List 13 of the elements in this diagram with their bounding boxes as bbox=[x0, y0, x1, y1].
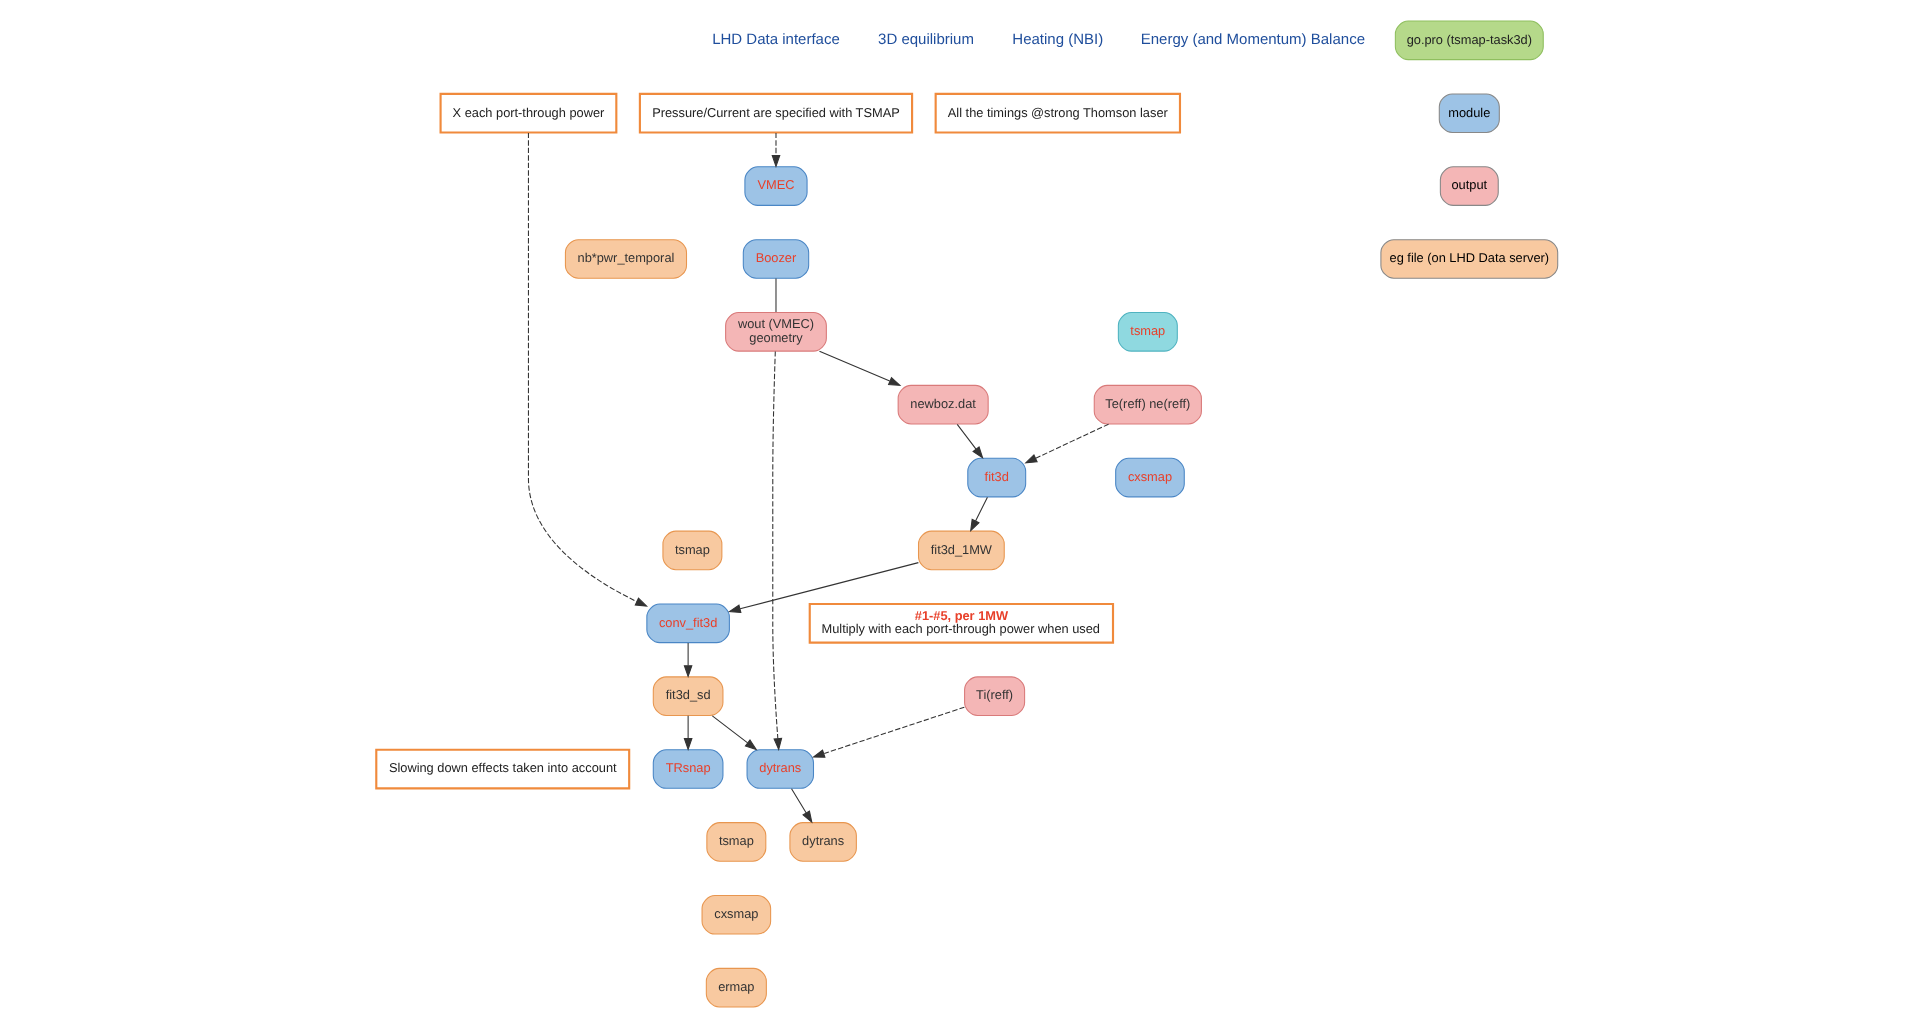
arrow bbox=[771, 350, 782, 751]
arrow bbox=[790, 788, 812, 824]
arrow bbox=[682, 642, 692, 679]
arrow bbox=[955, 423, 983, 460]
arrow bbox=[726, 562, 918, 614]
arrow bbox=[770, 132, 780, 168]
arrow bbox=[526, 132, 648, 607]
arrow bbox=[811, 706, 964, 758]
arrow bbox=[710, 715, 757, 751]
arrow bbox=[817, 350, 901, 386]
arrow bbox=[1023, 423, 1109, 464]
arrow bbox=[682, 715, 692, 751]
arrow bbox=[969, 496, 987, 533]
